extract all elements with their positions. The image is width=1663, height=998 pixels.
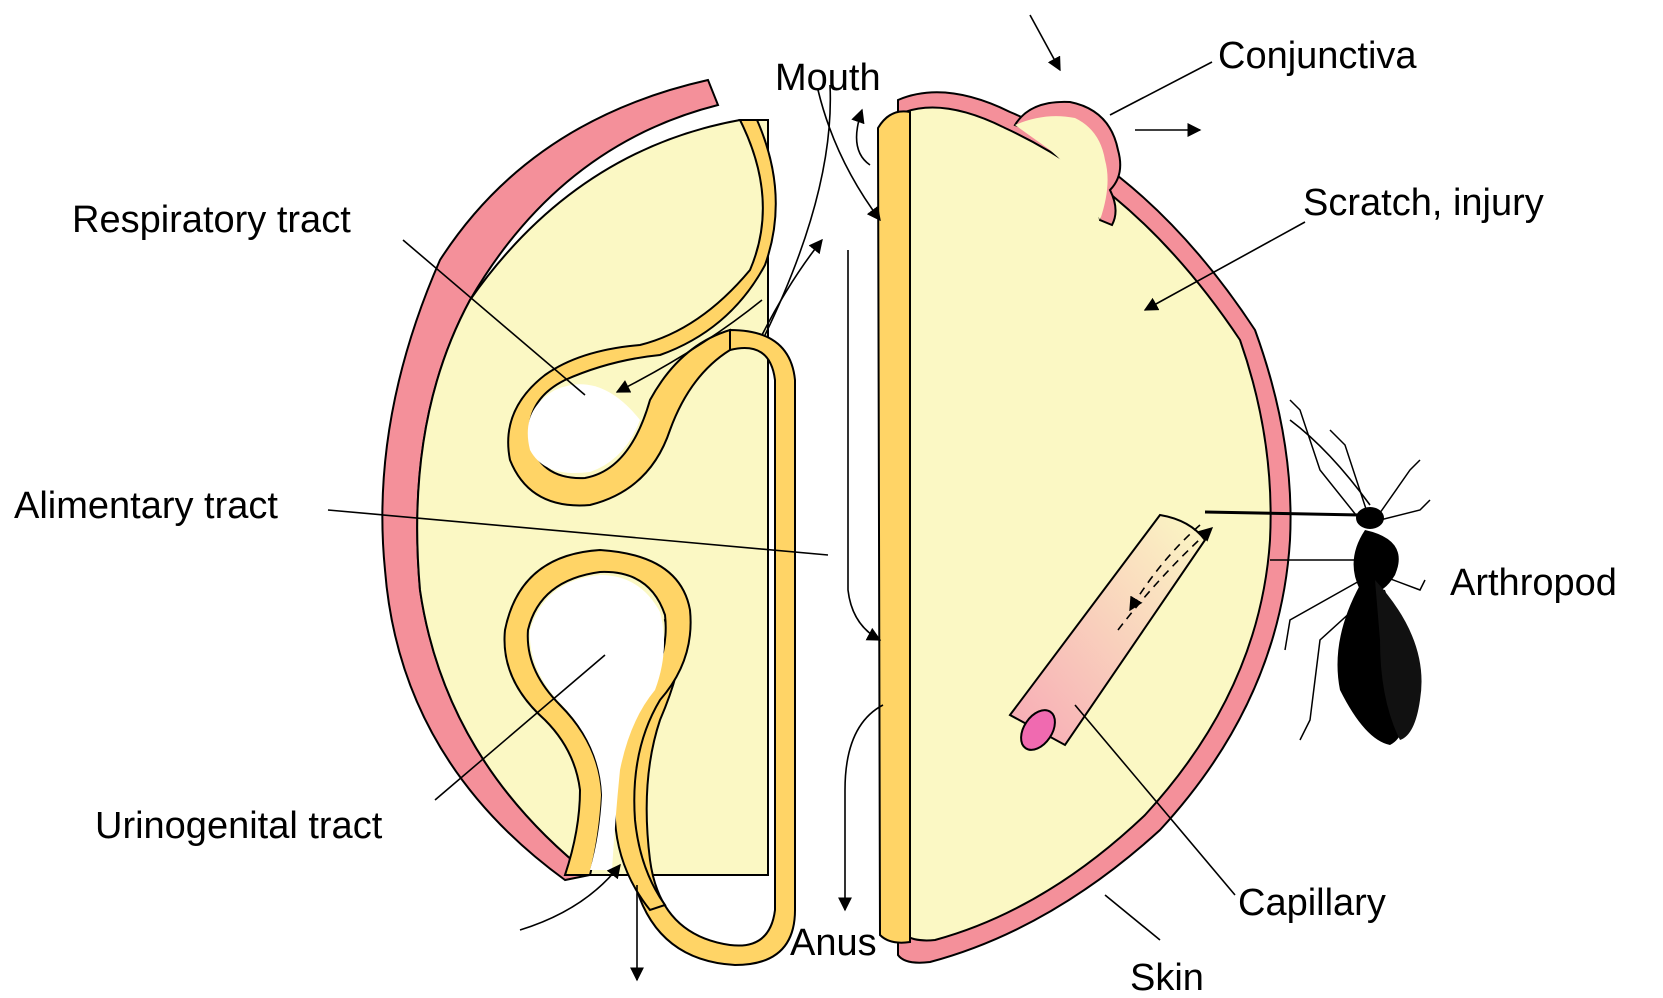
label-alimentary-tract: Alimentary tract <box>14 485 278 527</box>
right-body <box>878 92 1291 962</box>
right-mucosa-strip <box>878 111 910 942</box>
right-tissue <box>905 108 1271 941</box>
label-scratch-injury: Scratch, injury <box>1303 182 1544 224</box>
label-arthropod: Arthropod <box>1450 562 1617 604</box>
label-anus: Anus <box>790 922 877 964</box>
label-capillary: Capillary <box>1238 882 1386 924</box>
label-mouth: Mouth <box>775 57 881 99</box>
label-respiratory-tract: Respiratory tract <box>72 199 351 241</box>
label-urinogenital-tract: Urinogenital tract <box>95 805 383 847</box>
label-skin: Skin <box>1130 957 1204 998</box>
label-conjunctiva: Conjunctiva <box>1218 35 1417 77</box>
